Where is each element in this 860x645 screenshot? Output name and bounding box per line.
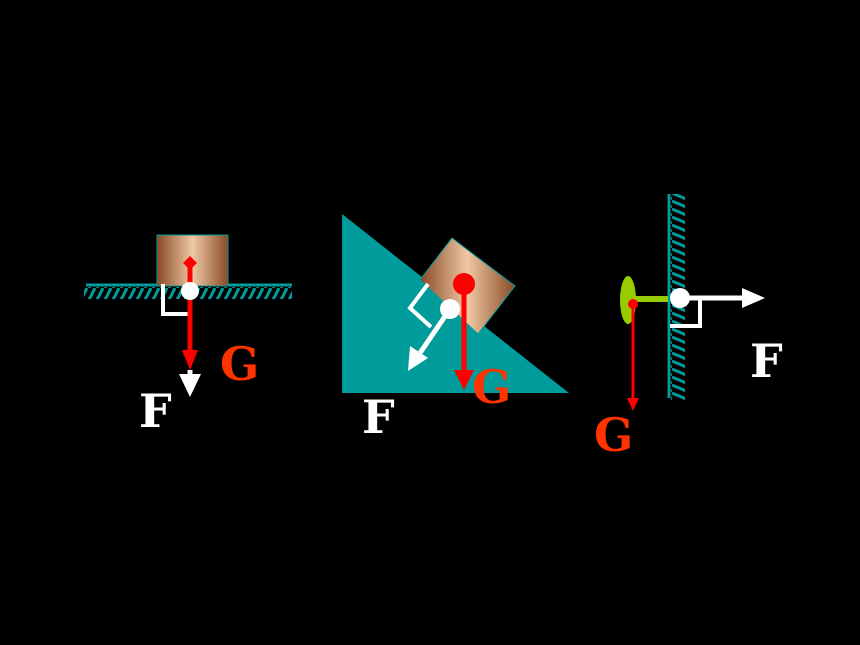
gravity-label: G — [472, 360, 511, 414]
diagram-block-on-incline: G F — [342, 214, 569, 444]
contact-point — [181, 282, 199, 300]
force-arrow-head — [408, 346, 428, 371]
right-angle-marker — [407, 282, 433, 329]
gravity-arrow-head — [182, 350, 198, 370]
contact-point — [440, 299, 460, 319]
contact-point — [670, 288, 690, 308]
gravity-arrow-head — [627, 398, 639, 411]
diagram-object-on-wall: F G — [594, 194, 783, 462]
center-of-gravity — [453, 273, 475, 295]
force-label: F — [139, 384, 172, 438]
gravity-origin-marker — [183, 256, 197, 270]
diagram-block-on-floor: G F — [84, 234, 292, 438]
force-arrow-head — [179, 374, 201, 397]
force-label: F — [750, 334, 783, 388]
right-angle-marker — [670, 298, 702, 328]
force-arrow-head — [742, 288, 765, 308]
gravity-label: G — [594, 408, 633, 462]
gravity-arrow-head — [454, 370, 474, 390]
right-angle-marker — [161, 284, 190, 316]
gravity-label: G — [220, 337, 259, 391]
center-of-gravity — [628, 299, 638, 309]
force-label: F — [362, 390, 395, 444]
